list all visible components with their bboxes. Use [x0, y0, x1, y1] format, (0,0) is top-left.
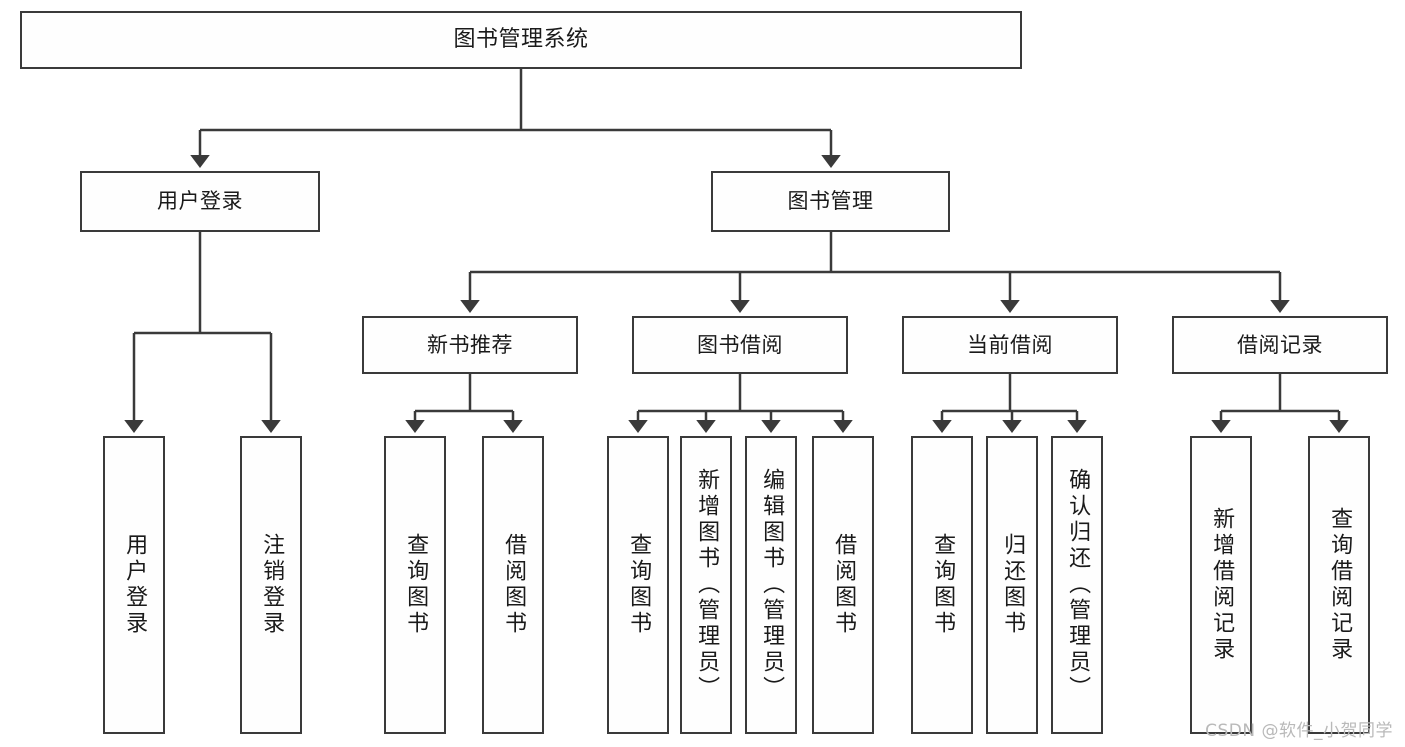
node-label: 查询图书 [930, 533, 956, 637]
node-label: 图书管理系统 [453, 27, 589, 53]
leaf-return-books[interactable]: 归还图书 [986, 436, 1038, 734]
node-label: 注销登录 [259, 533, 285, 637]
node-label: 编辑图书（管理员） [759, 468, 785, 702]
leaf-query-books-new[interactable]: 查询图书 [384, 436, 446, 734]
node-label: 查询图书 [626, 533, 652, 637]
node-borrow-records[interactable]: 借阅记录 [1172, 316, 1388, 374]
node-label: 归还图书 [1000, 533, 1026, 637]
node-label: 当前借阅 [967, 332, 1053, 357]
node-label: 用户登录 [157, 189, 243, 214]
watermark: CSDN @软件_小贺同学 [1205, 721, 1393, 741]
node-user-login[interactable]: 用户登录 [80, 171, 320, 232]
node-label: 确认归还（管理员） [1065, 468, 1091, 702]
node-label: 图书管理 [787, 189, 874, 214]
node-book-management[interactable]: 图书管理 [711, 171, 950, 232]
leaf-user-login[interactable]: 用户登录 [103, 436, 165, 734]
node-book-borrow[interactable]: 图书借阅 [632, 316, 848, 374]
leaf-borrow-books[interactable]: 借阅图书 [812, 436, 874, 734]
node-root-system[interactable]: 图书管理系统 [20, 11, 1022, 69]
node-label: 查询借阅记录 [1327, 507, 1353, 663]
leaf-add-book-admin[interactable]: 新增图书（管理员） [680, 436, 732, 734]
node-label: 借阅记录 [1237, 332, 1323, 357]
leaf-confirm-return-admin[interactable]: 确认归还（管理员） [1051, 436, 1103, 734]
leaf-query-books-borrow[interactable]: 查询图书 [607, 436, 669, 734]
node-label: 查询图书 [403, 533, 429, 637]
leaf-query-borrow-record[interactable]: 查询借阅记录 [1308, 436, 1370, 734]
leaf-user-logout[interactable]: 注销登录 [240, 436, 302, 734]
node-label: 新增图书（管理员） [694, 468, 720, 702]
node-label: 借阅图书 [831, 533, 857, 637]
leaf-borrow-books-new[interactable]: 借阅图书 [482, 436, 544, 734]
node-current-borrow[interactable]: 当前借阅 [902, 316, 1118, 374]
leaf-add-borrow-record[interactable]: 新增借阅记录 [1190, 436, 1252, 734]
node-label: 新书推荐 [427, 332, 513, 357]
node-label: 新增借阅记录 [1209, 507, 1235, 663]
node-label: 图书借阅 [697, 332, 783, 357]
node-label: 借阅图书 [501, 533, 527, 637]
leaf-query-books-current[interactable]: 查询图书 [911, 436, 973, 734]
node-label: 用户登录 [122, 533, 148, 637]
leaf-edit-book-admin[interactable]: 编辑图书（管理员） [745, 436, 797, 734]
node-new-book-recommend[interactable]: 新书推荐 [362, 316, 578, 374]
